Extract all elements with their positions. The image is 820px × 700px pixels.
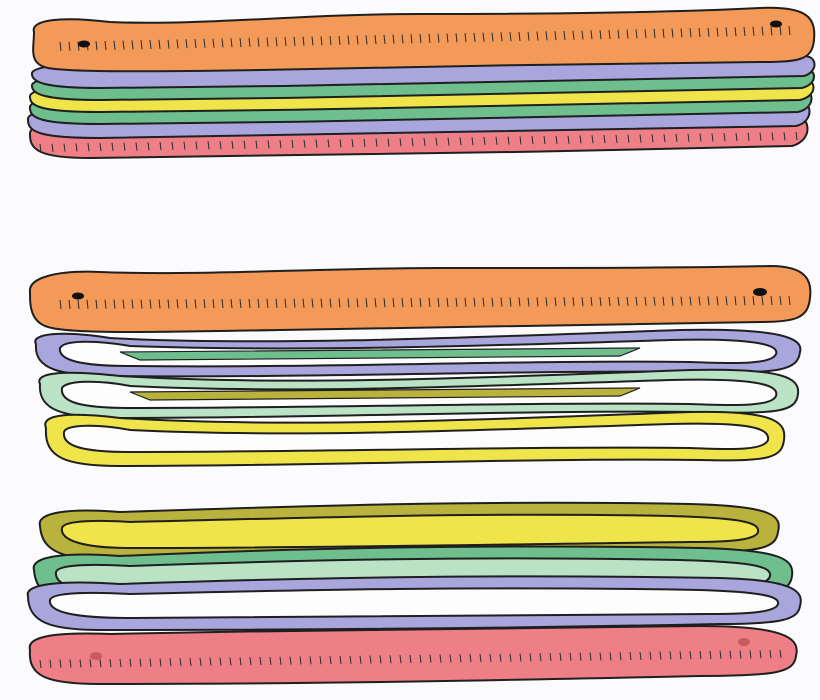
assembled-stack-panel	[28, 8, 815, 158]
right-dot-exploded	[753, 288, 767, 296]
lavender-lower-inner	[50, 588, 778, 618]
left-dot-exploded	[72, 293, 84, 300]
pink-right-dot	[738, 638, 750, 646]
pink-bottom-exploded	[30, 626, 797, 684]
right-dot	[770, 21, 782, 28]
exploded-bottom-panel	[28, 503, 801, 684]
exploded-top-panel	[30, 266, 811, 466]
pink-left-dot	[90, 652, 102, 660]
left-dot	[78, 41, 90, 48]
